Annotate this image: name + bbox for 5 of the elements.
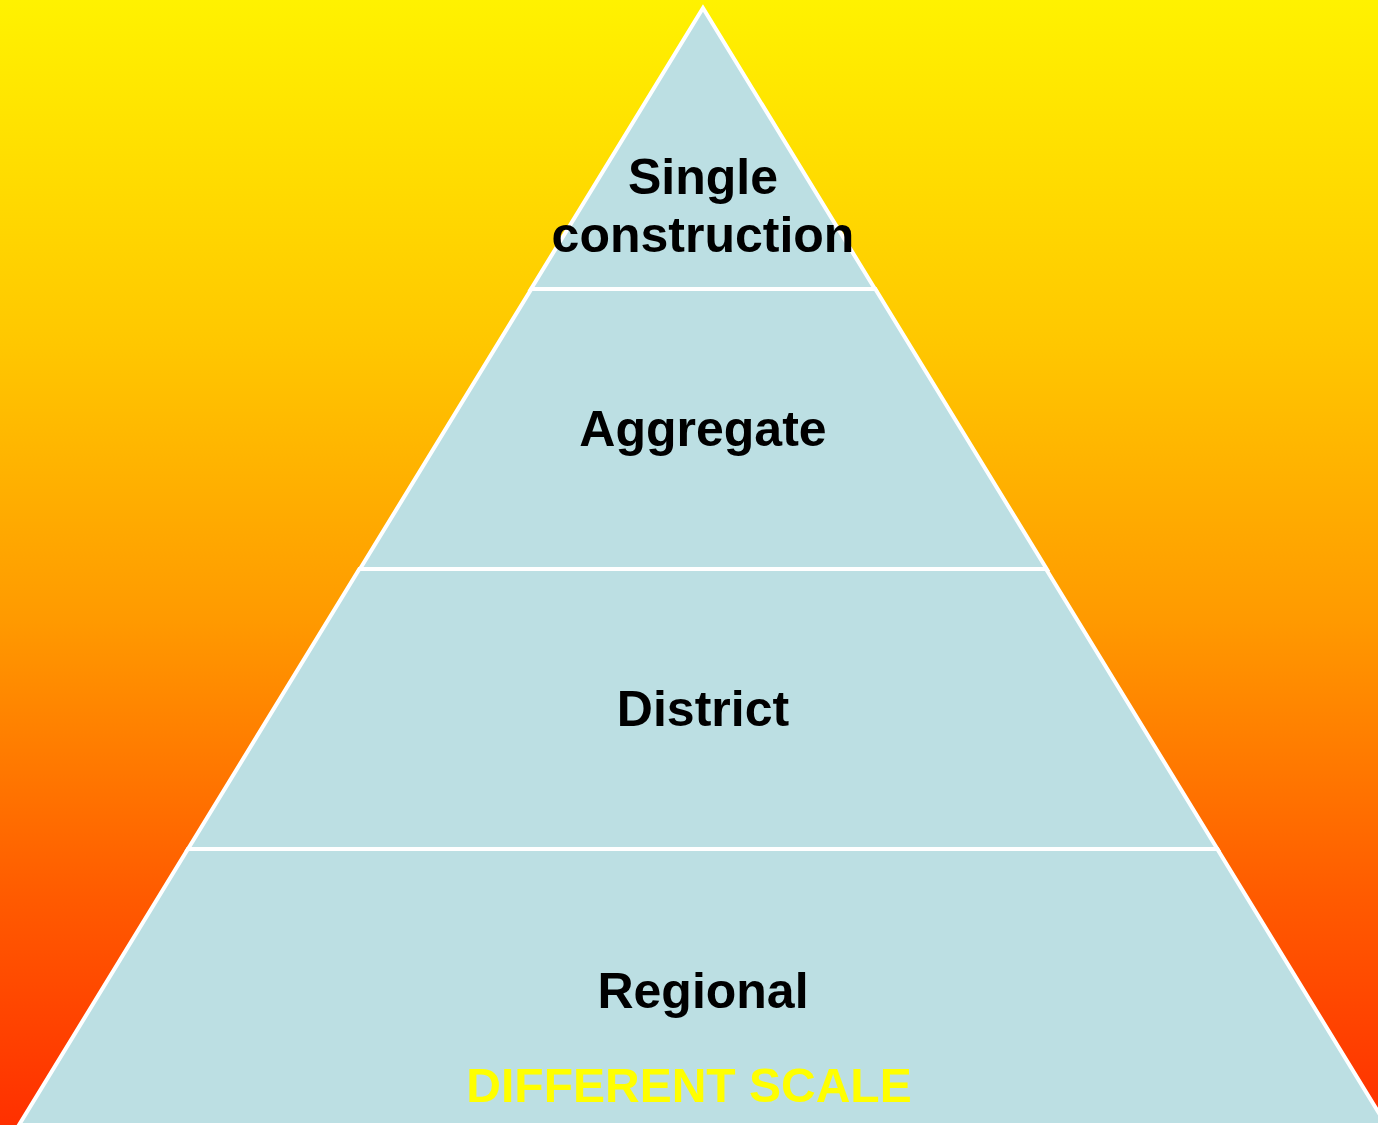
scale-caption: DIFFERENT SCALE — [466, 1059, 912, 1112]
tier-label: Aggregate — [578, 400, 828, 458]
tier-label: Regional — [596, 962, 810, 1020]
tier-label: District — [615, 680, 791, 738]
pyramid-tier — [19, 849, 1378, 1125]
